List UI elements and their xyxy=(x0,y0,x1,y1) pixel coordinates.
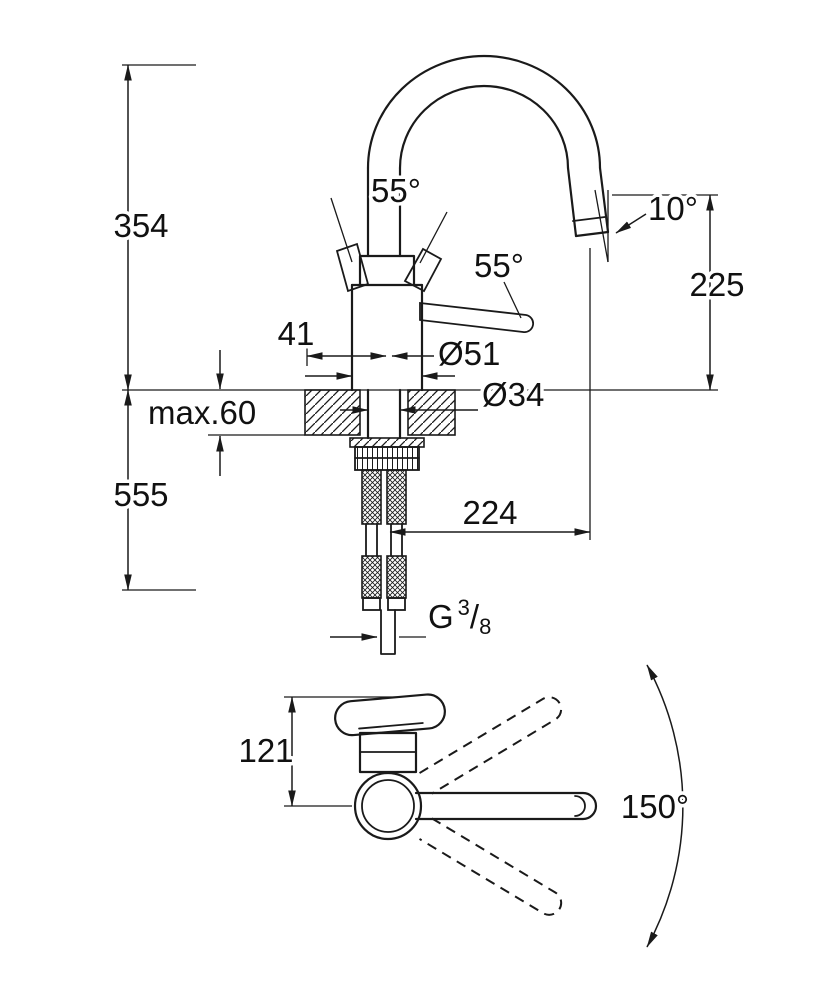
angle-line-right xyxy=(419,211,448,264)
mounting-washer xyxy=(349,437,425,448)
swivel-arc xyxy=(646,664,684,948)
angle-label-150: 150° xyxy=(621,788,689,825)
dim-label-121: 121 xyxy=(238,732,293,769)
hose-end-nut xyxy=(387,597,406,611)
plan-spout-aerator xyxy=(574,795,586,817)
plan-spout-swivel-up xyxy=(419,696,563,795)
faucet-body xyxy=(350,254,424,392)
dim-label-224: 224 xyxy=(462,494,517,531)
thread-numerator: 3 xyxy=(458,595,470,620)
dim-label-max60: max.60 xyxy=(148,394,256,431)
plan-body-inner xyxy=(361,779,415,833)
thread-pipe xyxy=(380,609,396,655)
plan-spout-swivel-down xyxy=(419,817,563,916)
dimension-labels: 354 55° 55° 10° 225 41 Ø51 Ø34 max.60 55… xyxy=(110,169,748,643)
thread-prefix: G xyxy=(428,598,454,635)
handle-left-position xyxy=(335,242,370,293)
mounting-shank xyxy=(366,388,402,440)
plan-body-outer xyxy=(353,771,423,841)
plan-handle xyxy=(334,693,446,737)
mounting-hardware xyxy=(349,437,425,471)
handle-positions xyxy=(330,197,448,293)
hose-end-nut xyxy=(362,597,381,611)
angle-label-55-top: 55° xyxy=(371,172,421,209)
angle-label-10: 10° xyxy=(648,190,698,227)
dim-label-41: 41 xyxy=(278,315,315,352)
angle-line-left xyxy=(330,197,353,263)
dimension-lines xyxy=(122,64,718,641)
dim-label-dia34: Ø34 xyxy=(482,376,544,413)
side-angle-leader xyxy=(503,281,522,319)
side-lever xyxy=(419,281,534,333)
thread-denominator: 8 xyxy=(479,614,491,639)
countertop-section xyxy=(122,389,718,436)
handle-right-position xyxy=(403,247,443,293)
dim-label-555: 555 xyxy=(113,476,168,513)
plan-view: 121 150° xyxy=(235,664,693,948)
spout xyxy=(366,54,610,258)
plan-dimensions xyxy=(284,696,400,807)
main-view: 354 55° 55° 10° 225 41 Ø51 Ø34 max.60 55… xyxy=(110,54,748,655)
dim-label-354: 354 xyxy=(113,207,168,244)
dim-label-225: 225 xyxy=(689,266,744,303)
supply-hoses xyxy=(361,469,407,655)
plan-spout xyxy=(414,791,598,821)
dim-label-dia51: Ø51 xyxy=(438,335,500,372)
plan-handle-base xyxy=(358,731,418,774)
angle-label-55-side: 55° xyxy=(474,247,524,284)
